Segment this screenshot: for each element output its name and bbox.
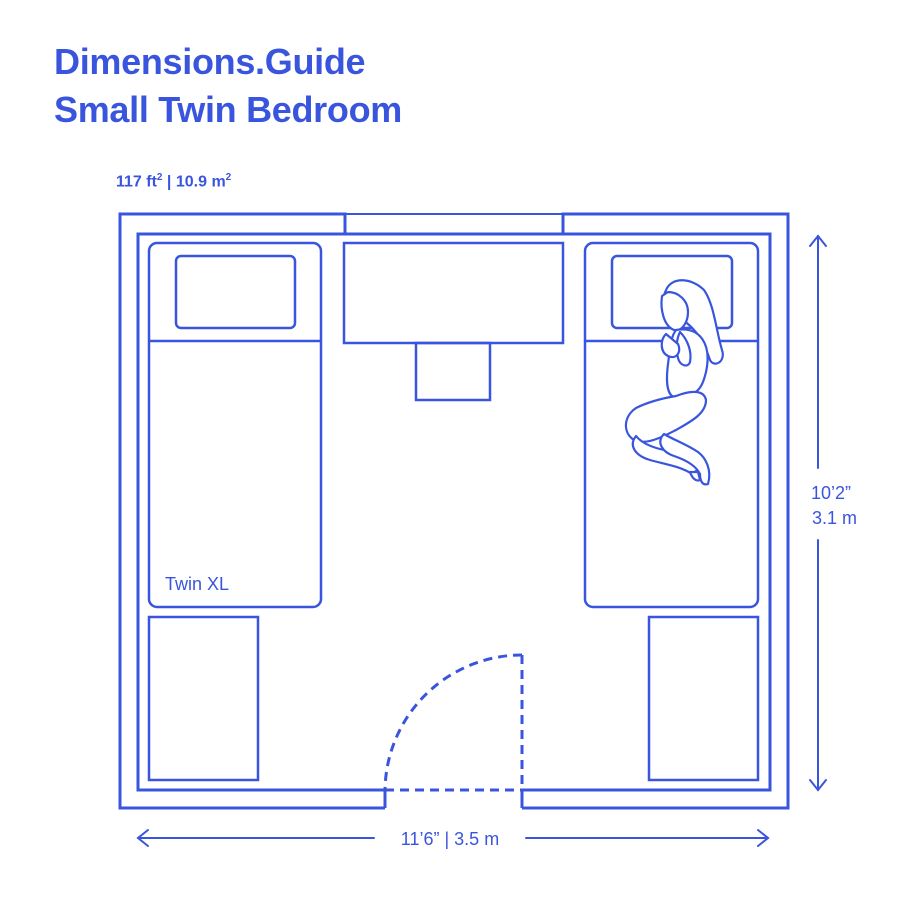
area-separator: |: [162, 173, 176, 191]
wall-outer: [118, 212, 790, 810]
bed-left: [147, 241, 323, 609]
width-arrow-left-icon: [136, 829, 149, 847]
dresser-right: [647, 615, 760, 782]
bed-right: [583, 241, 760, 609]
title-block: Dimensions.Guide Small Twin Bedroom: [54, 38, 402, 134]
area-metric: 10.9 m: [175, 173, 226, 191]
height-arrow-top-icon: [809, 234, 827, 247]
width-arrow-right-icon: [757, 829, 770, 847]
desk: [342, 241, 565, 345]
height-arrow-bottom-icon: [809, 779, 827, 792]
width-label: 11’6” | 3.5 m: [401, 829, 499, 849]
area-label: 117 ft2 | 10.9 m2: [116, 172, 231, 191]
desk-chair: [414, 341, 492, 402]
area-metric-exp: 2: [225, 172, 232, 183]
height-imperial: 10’2”: [811, 483, 851, 503]
bed-label: Twin XL: [165, 574, 229, 594]
area-imperial: 117 ft: [116, 173, 157, 191]
wall-inner: [136, 232, 772, 792]
height-metric: 3.1 m: [812, 508, 857, 528]
pillow-left: [174, 254, 297, 330]
area-imperial-exp: 2: [156, 172, 163, 183]
page-title: Small Twin Bedroom: [54, 89, 402, 130]
brand-title: Dimensions.Guide: [54, 41, 366, 82]
dresser-left: [147, 615, 260, 782]
sleeping-person-icon: [624, 279, 724, 486]
door-swing-arc: [383, 653, 523, 791]
